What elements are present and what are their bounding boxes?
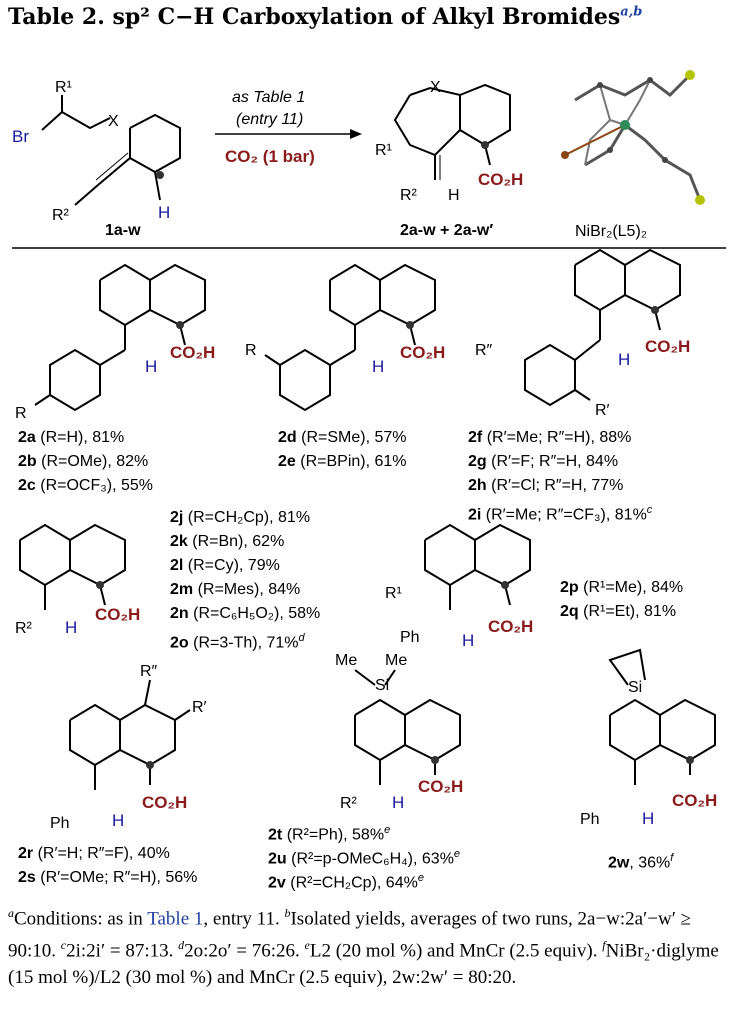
si-2w: Si bbox=[628, 679, 642, 696]
me2-2t: Me bbox=[385, 652, 407, 669]
entry-2j: 2j (R=CH₂Cp), 81% bbox=[170, 509, 311, 526]
r2-2j: R² bbox=[15, 620, 33, 637]
entry-2k: 2k (R=Bn), 62% bbox=[170, 533, 285, 550]
entry-2t: 2t (R²=Ph), 58%e bbox=[268, 824, 391, 844]
entry-2e: 2e (R=BPin), 61% bbox=[278, 453, 407, 470]
reagent-top-2: (entry 11) bbox=[236, 111, 303, 128]
product-r2-label: R² bbox=[400, 187, 418, 204]
structure-2d-e bbox=[264, 263, 436, 412]
entry-2q: 2q (R¹=Et), 81% bbox=[560, 603, 677, 620]
product-co2h-label: CO₂H bbox=[478, 170, 523, 189]
h-label: H bbox=[158, 203, 170, 222]
entry-2s: 2s (R′=OMe; R″=H), 56% bbox=[18, 869, 198, 886]
r-2d: R bbox=[245, 342, 257, 359]
footnotes: aConditions: as in Table 1, entry 11. bI… bbox=[8, 906, 719, 988]
r1-label: R¹ bbox=[55, 79, 72, 96]
structure-2f-i bbox=[524, 248, 681, 407]
entry-2v: 2v (R²=CH₂Cp), 64%e bbox=[268, 872, 424, 892]
catalyst-crystal-structure bbox=[561, 70, 705, 205]
rp-2f: R′ bbox=[595, 402, 610, 419]
table-title: Table 2. sp² C−H Carboxylation of Alkyl … bbox=[8, 4, 642, 30]
entry-2c: 2c (R=OCF₃), 55% bbox=[18, 477, 154, 494]
entry-2b: 2b (R=OMe), 82% bbox=[18, 453, 149, 470]
entry-2u: 2u (R²=p-OMeC₆H₄), 63%e bbox=[268, 848, 461, 868]
h-2a: H bbox=[145, 357, 157, 376]
co2h-2r: CO₂H bbox=[142, 793, 187, 812]
entry-2a: 2a (R=H), 81% bbox=[18, 429, 125, 446]
r-2a: R bbox=[15, 405, 27, 422]
h-2p: H bbox=[462, 631, 474, 650]
r2-2t: R² bbox=[340, 795, 358, 812]
structure-2p-q bbox=[424, 523, 531, 610]
scheme-drawing: Br R¹ X R² H 1a-w as Table 1 (entry 11) … bbox=[12, 70, 726, 832]
co2h-2f: CO₂H bbox=[645, 337, 690, 356]
r1-2p: R¹ bbox=[385, 585, 402, 602]
structure-2t-v bbox=[354, 669, 461, 785]
h-2j: H bbox=[65, 618, 77, 637]
r2-label: R² bbox=[52, 207, 70, 224]
entry-2f: 2f (R′=Me; R″=H), 88% bbox=[468, 429, 632, 446]
structure-2j-o bbox=[19, 523, 126, 610]
entry-2l: 2l (R=Cy), 79% bbox=[170, 557, 280, 574]
structure-2r-s bbox=[69, 679, 191, 790]
ph-2w: Ph bbox=[580, 811, 600, 828]
reagent-co2: CO₂ (1 bar) bbox=[225, 147, 315, 166]
me1-2t: Me bbox=[335, 652, 357, 669]
product-structure bbox=[393, 83, 511, 180]
co2h-2t: CO₂H bbox=[418, 777, 463, 796]
table1-link[interactable]: Table 1 bbox=[147, 908, 204, 930]
entry-2i: 2i (R′=Me; R″=CF₃), 81%c bbox=[468, 504, 653, 524]
rp-2r: R′ bbox=[192, 699, 207, 716]
h-2w: H bbox=[642, 809, 654, 828]
ph-2r: Ph bbox=[50, 815, 70, 832]
h-2d: H bbox=[372, 357, 384, 376]
co2h-2j: CO₂H bbox=[95, 605, 140, 624]
product-compound-label: 2a-w + 2a-w′ bbox=[400, 222, 493, 239]
starting-material-structure bbox=[41, 95, 181, 206]
co2h-2p: CO₂H bbox=[488, 617, 533, 636]
si-2t: Si bbox=[375, 677, 389, 694]
x-label: X bbox=[108, 113, 119, 130]
entry-2m: 2m (R=Mes), 84% bbox=[170, 581, 301, 598]
catalyst-label: NiBr₂(L5)₂ bbox=[575, 223, 647, 240]
co2h-2d: CO₂H bbox=[400, 343, 445, 362]
entry-2h: 2h (R′=Cl; R″=H, 77% bbox=[468, 477, 624, 494]
co2h-2a: CO₂H bbox=[170, 343, 215, 362]
product-x-label: X bbox=[430, 79, 441, 96]
entry-2r: 2r (R′=H; R″=F), 40% bbox=[18, 845, 170, 862]
product-h-label: H bbox=[448, 187, 460, 204]
co2h-2w: CO₂H bbox=[672, 791, 717, 810]
rpp-2f: R″ bbox=[475, 342, 493, 359]
reagent-top: as Table 1 bbox=[232, 89, 305, 106]
br-label: Br bbox=[12, 127, 29, 146]
structure-2w bbox=[608, 648, 716, 785]
title-text: Table 2. sp² C−H Carboxylation of Alkyl … bbox=[8, 4, 621, 30]
entry-2w: 2w, 36%f bbox=[608, 852, 674, 872]
h-2r: H bbox=[112, 811, 124, 830]
product-r1-label: R¹ bbox=[375, 142, 392, 159]
entry-2d: 2d (R=SMe), 57% bbox=[278, 429, 407, 446]
h-2t: H bbox=[392, 793, 404, 812]
title-footnote-marks: a,b bbox=[620, 4, 643, 20]
entry-2g: 2g (R′=F; R″=H, 84% bbox=[468, 453, 619, 470]
entry-2o: 2o (R=3-Th), 71%d bbox=[170, 632, 305, 652]
ph-2p: Ph bbox=[400, 629, 420, 646]
start-compound-label: 1a-w bbox=[105, 222, 141, 239]
entry-2p: 2p (R¹=Me), 84% bbox=[560, 579, 684, 596]
structure-2a-c bbox=[34, 263, 206, 412]
rpp-2r: R″ bbox=[140, 663, 158, 680]
h-2f: H bbox=[618, 350, 630, 369]
entry-2n: 2n (R=C₆H₅O₂), 58% bbox=[170, 605, 321, 622]
